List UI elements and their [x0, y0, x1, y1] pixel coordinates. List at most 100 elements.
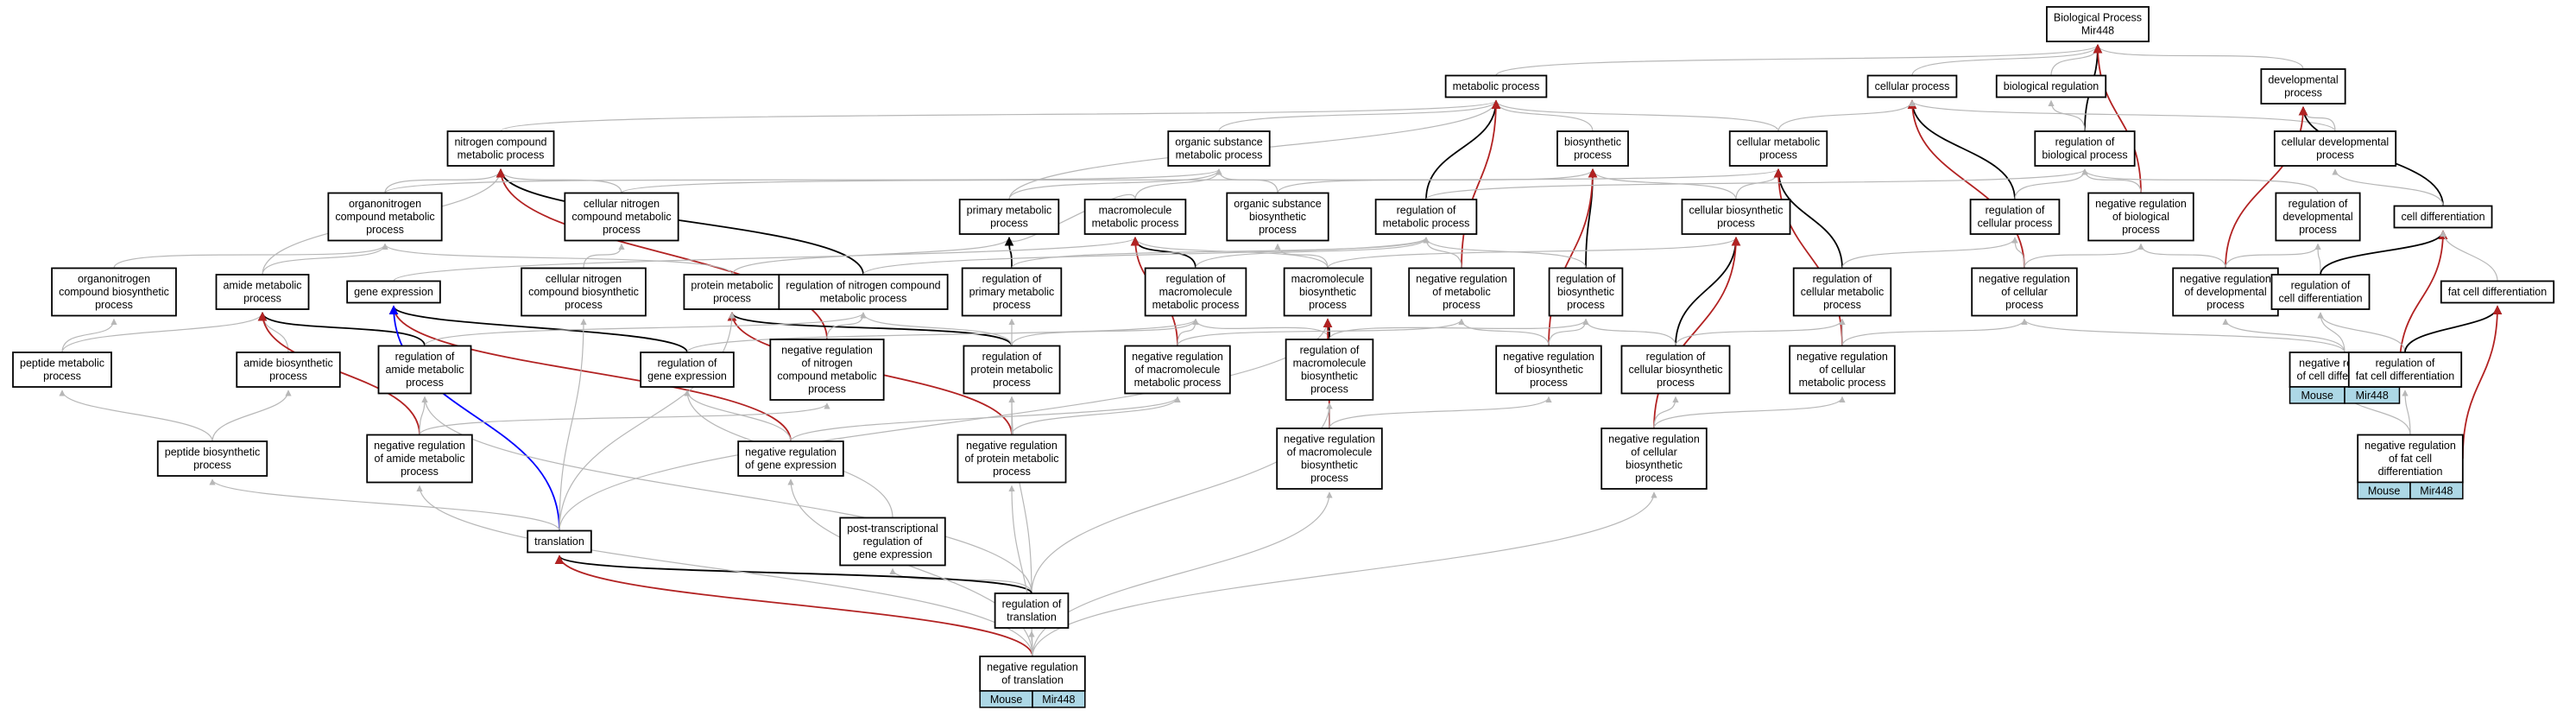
edge-is-a	[2300, 106, 2336, 132]
term-label-line: cellular metabolic	[1801, 286, 1885, 298]
term-label-line: process	[1310, 472, 1348, 485]
term-label-line: negative regulation	[1503, 351, 1594, 363]
annotation-badge-label: Mouse	[2301, 390, 2333, 402]
term-label-line: process	[95, 299, 133, 311]
term-node-cell-diff[interactable]: cell differentiation	[2393, 205, 2493, 229]
term-label-line: metabolic process	[1383, 218, 1470, 230]
term-box	[156, 440, 268, 477]
edge-is-a	[419, 402, 830, 435]
term-box	[446, 130, 555, 167]
edge-is-a	[1841, 318, 2028, 346]
term-label-line: cellular process	[1875, 80, 1950, 92]
term-box	[1167, 130, 1271, 167]
term-node-gene-expr[interactable]: gene expression	[346, 280, 441, 304]
term-node-translation[interactable]: translation	[527, 529, 592, 554]
edge-is-a	[419, 396, 428, 435]
term-box	[1995, 74, 2107, 98]
edge-is-a	[209, 478, 560, 531]
edge-is-a	[583, 243, 625, 269]
term-node-reg-macro-biosyn[interactable]: regulation ofmacromoleculebiosyntheticpr…	[1285, 339, 1374, 401]
term-label-line: cellular biosynthetic	[1689, 205, 1783, 217]
term-label-line: of amide metabolic	[375, 453, 465, 465]
edge-is-a	[1423, 237, 1462, 269]
term-label-line: negative regulation	[2095, 198, 2187, 210]
edge-is-a	[1011, 318, 1199, 346]
term-node-cellular-process[interactable]: cellular process	[1866, 74, 1958, 98]
term-label-line: regulation of	[1986, 205, 2045, 217]
term-label-line: process	[808, 383, 846, 396]
term-box	[1969, 199, 2061, 235]
term-node-bio-reg[interactable]: biological regulation	[1995, 74, 2107, 98]
term-node-reg-nitrogen[interactable]: regulation of nitrogen compoundmetabolic…	[778, 274, 949, 310]
term-box	[2357, 434, 2464, 484]
edge-part-of	[554, 554, 1032, 594]
term-box	[1789, 345, 1896, 395]
term-label-line: process	[993, 466, 1031, 478]
edge-is-a	[421, 396, 1032, 594]
edge-is-a	[559, 318, 587, 531]
term-node-fat-cell-diff[interactable]: fat cell differentiation	[2440, 280, 2555, 304]
term-label-line: process	[1310, 383, 1348, 396]
edge-is-a	[684, 390, 792, 442]
term-label-line: developmental	[2282, 211, 2352, 223]
edge-negatively-regulates	[388, 305, 792, 442]
term-label-line: regulation of	[2291, 280, 2351, 292]
term-label-line: cellular developmental	[2282, 136, 2389, 149]
term-label-line: compound metabolic	[777, 371, 876, 383]
term-node-metabolic[interactable]: metabolic process	[1444, 74, 1548, 98]
